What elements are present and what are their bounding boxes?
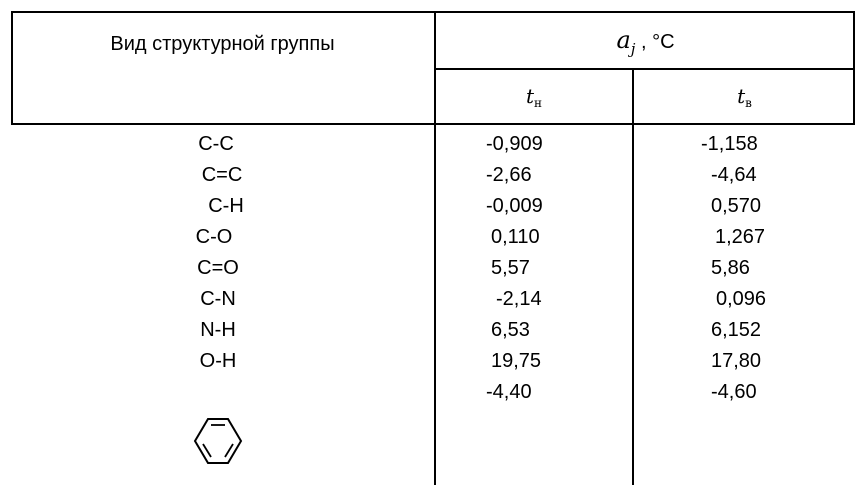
table-row: O-H 19,75 17,80 [11, 349, 855, 380]
tn-column-header: tн [525, 84, 543, 110]
table-top-border [11, 11, 855, 13]
tv-cell: 0,096 [716, 288, 767, 310]
column-divider-main [434, 11, 436, 485]
table-row: C=O 5,57 5,86 [11, 256, 855, 287]
tn-cell: 6,53 [491, 319, 530, 341]
group-cell: C-N [200, 288, 236, 310]
table-row: C-C -0,909 -1,158 [11, 132, 855, 163]
tv-cell: 5,86 [711, 257, 750, 279]
property-table: Вид структурной группы aj , °C tн tв C-C… [11, 11, 855, 485]
column-divider-sub [632, 68, 634, 485]
group-cell: C=C [201, 164, 243, 186]
table-row: N-H 6,53 6,152 [11, 318, 855, 349]
tv-cell: -1,158 [701, 133, 758, 155]
table-row: C-H -0,009 0,570 [11, 194, 855, 225]
benzene-ring-icon [192, 416, 244, 471]
tn-cell: -2,66 [486, 164, 532, 186]
tv-column-header: tв [737, 84, 752, 110]
table-row: C=C -2,66 -4,64 [11, 163, 855, 194]
aj-unit: , °C [640, 31, 675, 53]
header-bottom-border [11, 123, 855, 125]
group-cell: O-H [199, 350, 237, 372]
tv-cell: -4,60 [711, 381, 757, 403]
group-column-header: Вид структурной группы [110, 33, 335, 55]
tv-cell: 1,267 [715, 226, 766, 248]
group-cell: N-H [200, 319, 236, 341]
tn-cell: -0,909 [486, 133, 543, 155]
tv-cell: -4,64 [711, 164, 757, 186]
tv-cell: 6,152 [711, 319, 762, 341]
tn-cell: -0,009 [486, 195, 543, 217]
aj-column-header: aj , °C [436, 25, 855, 64]
tn-cell: 5,57 [491, 257, 530, 279]
tn-cell: -4,40 [486, 381, 532, 403]
tn-cell: 0,110 [491, 226, 540, 248]
group-cell: C-H [208, 195, 244, 217]
group-cell: C-C [198, 133, 234, 155]
table-right-border [853, 11, 855, 124]
table-row: C-N -2,14 0,096 [11, 287, 855, 318]
tn-cell: 19,75 [491, 350, 542, 372]
table-row-benzene: -4,40 -4,60 [11, 380, 855, 460]
table-row: C-O 0,110 1,267 [11, 225, 855, 256]
tn-cell: -2,14 [496, 288, 542, 310]
group-cell: C-O [195, 226, 233, 248]
header-sub-border [436, 68, 855, 70]
group-cell: C=O [197, 257, 239, 279]
tv-cell: 17,80 [711, 350, 762, 372]
table-left-border [11, 11, 13, 124]
tv-cell: 0,570 [711, 195, 762, 217]
aj-symbol: aj [616, 26, 636, 58]
